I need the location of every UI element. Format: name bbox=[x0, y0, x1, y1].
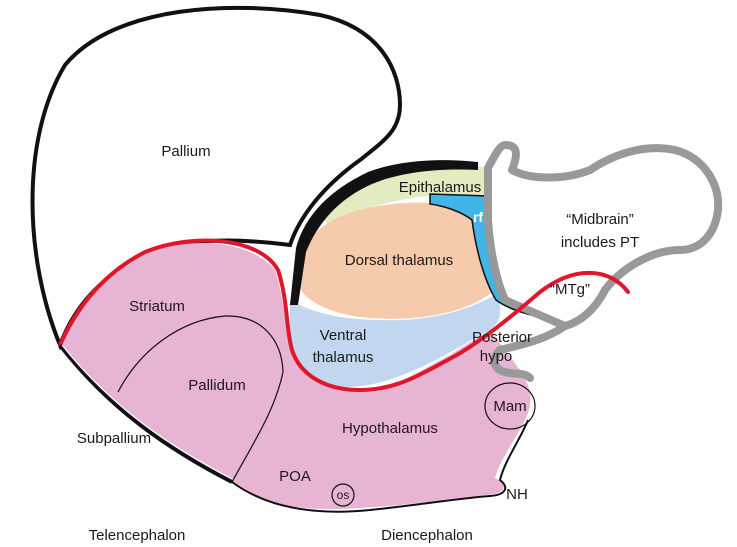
label-mam: Mam bbox=[493, 398, 526, 415]
label-posterior-hypo-line2: hypo bbox=[480, 348, 513, 365]
label-midbrain-line2: includes PT bbox=[561, 234, 639, 251]
pallidum-hypothalamus-boundary bbox=[231, 371, 284, 483]
subpallium-outer-edge-inner bbox=[61, 344, 235, 481]
label-os: os bbox=[337, 488, 350, 502]
label-midbrain-line1: “Midbrain” bbox=[566, 211, 634, 228]
subpallium-outer-edge bbox=[58, 343, 233, 484]
label-posterior-hypo-line1: Posterior bbox=[472, 329, 532, 346]
subpallium-hypothalamus-region bbox=[60, 243, 531, 510]
label-diencephalon: Diencephalon bbox=[381, 527, 473, 544]
label-striatum: Striatum bbox=[129, 298, 185, 315]
midbrain-interior bbox=[496, 158, 707, 316]
label-ventral-thalamus-line2: thalamus bbox=[313, 349, 374, 366]
hypothalamus-bottom-outline bbox=[231, 419, 529, 513]
label-ventral-thalamus-line1: Ventral bbox=[320, 327, 367, 344]
dorsal-thalamus-region bbox=[300, 202, 495, 319]
label-pallium: Pallium bbox=[161, 143, 210, 160]
os-circle bbox=[331, 483, 355, 507]
label-mtg: “MTg” bbox=[550, 281, 590, 298]
label-pallidum: Pallidum bbox=[188, 377, 246, 394]
label-nh: NH bbox=[506, 486, 528, 503]
label-subpallium: Subpallium bbox=[77, 430, 151, 447]
ventral-thalamus-region bbox=[290, 295, 501, 387]
label-poa: POA bbox=[279, 468, 311, 485]
red-boundary-line bbox=[58, 238, 630, 393]
label-epithalamus: Epithalamus bbox=[399, 179, 482, 196]
label-dorsal-thalamus: Dorsal thalamus bbox=[345, 252, 453, 269]
posterior-hypo-outline bbox=[490, 322, 569, 382]
epithalamus-dark-boundary bbox=[290, 160, 478, 305]
label-telencephalon: Telencephalon bbox=[89, 527, 186, 544]
label-hypothalamus: Hypothalamus bbox=[342, 420, 438, 437]
striatum-pallidum-boundary bbox=[117, 315, 284, 393]
mam-ellipse bbox=[484, 382, 536, 430]
label-rf: rf bbox=[473, 209, 483, 225]
